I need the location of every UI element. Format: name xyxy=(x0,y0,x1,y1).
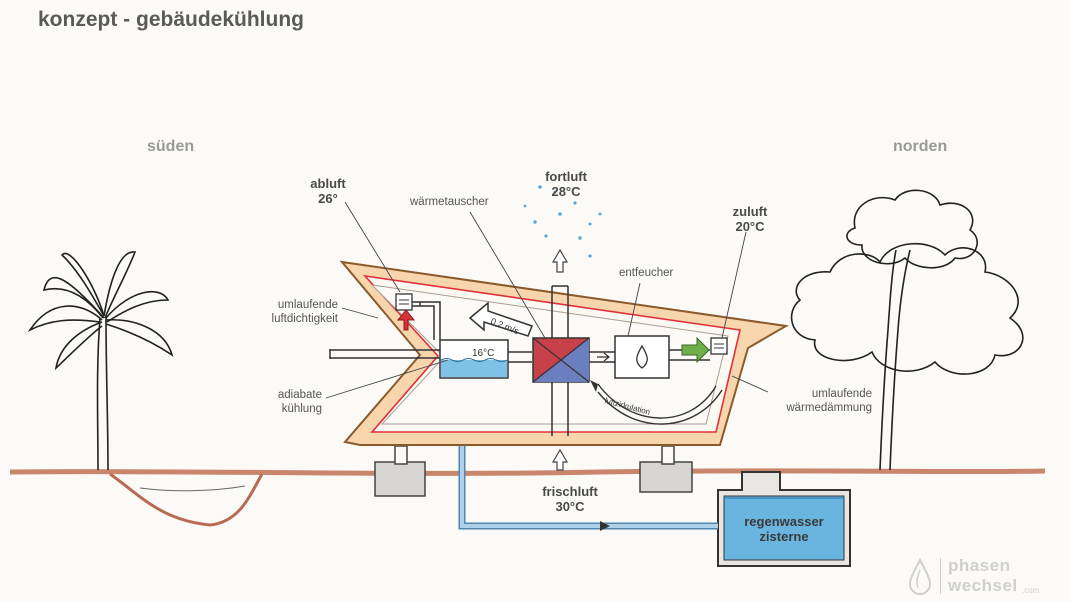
phasenwechsel-logo: phasen wechsel .com xyxy=(906,556,1056,598)
ground-line xyxy=(9,468,1046,476)
adiabate-line2: kühlung xyxy=(281,403,322,415)
supply-arrow xyxy=(681,336,710,364)
exhaust-air-arrow xyxy=(396,309,416,331)
broadleaf-tree xyxy=(790,189,1024,471)
label-zuluft: zuluft 20°C xyxy=(726,204,774,234)
fortluft-name: fortluft xyxy=(545,169,587,184)
label-adiabate-kuehlung: adiabate kühlung xyxy=(262,388,322,416)
label-fortluft: fortluft 28°C xyxy=(536,169,596,199)
drop-icon xyxy=(908,557,932,596)
zuluft-temp: 20°C xyxy=(735,219,765,234)
abluft-name: abluft xyxy=(310,176,346,191)
frischluft-name: frischluft xyxy=(542,484,598,499)
label-entfeucher: entfeucher xyxy=(619,267,674,279)
label-south: süden xyxy=(147,138,195,155)
label-north: norden xyxy=(893,138,948,155)
airflow-arrow xyxy=(468,301,533,337)
label-waermetauscher: wärmetauscher xyxy=(410,196,489,208)
daemmung-line1: umlaufende xyxy=(811,388,872,400)
zisterne-line1: regenwasser xyxy=(744,514,824,529)
leader-lines xyxy=(325,201,769,399)
zisterne-line2: zisterne xyxy=(759,529,809,544)
daemmung-line2: wärmedämmung xyxy=(786,402,872,414)
logo-suffix: .com xyxy=(1022,586,1040,595)
supply-vent xyxy=(710,337,728,355)
logo-line1: phasen xyxy=(948,556,1011,575)
cistern xyxy=(717,471,851,567)
label-zisterne: regenwasser zisterne xyxy=(728,514,840,544)
abluft-temp: 26° xyxy=(318,191,338,206)
adiabatic-cooler xyxy=(439,339,509,379)
page-title: konzept - gebäudekühlung xyxy=(38,8,304,31)
label-abluft: abluft 26° xyxy=(304,176,352,206)
fortluft-temp: 28°C xyxy=(551,184,581,199)
label-cooler-temp: 16°C xyxy=(472,348,495,359)
luftdicht-line1: umlaufende xyxy=(277,299,338,311)
pond xyxy=(109,472,264,527)
circulation-arc xyxy=(597,383,723,425)
heat-exchanger xyxy=(532,337,590,383)
intake-duct xyxy=(330,349,440,359)
foundations xyxy=(374,445,693,497)
label-waermedaemmung: umlaufende wärmedämmung xyxy=(772,387,872,415)
logo-line2: wechsel xyxy=(948,576,1018,595)
fresh-air-arrow xyxy=(551,448,569,471)
exhaust-vent xyxy=(395,293,413,311)
frischluft-temp: 30°C xyxy=(555,499,585,514)
luftdicht-line2: luftdichtigkeit xyxy=(271,313,338,325)
adiabate-line1: adiabate xyxy=(277,389,322,401)
exhaust-arrow xyxy=(551,248,569,273)
label-frischluft: frischluft 30°C xyxy=(532,484,608,514)
zuluft-name: zuluft xyxy=(732,204,768,219)
palm-tree xyxy=(27,251,174,471)
dehumidifier xyxy=(614,335,670,379)
label-luftdichtigkeit: umlaufende luftdichtigkeit xyxy=(254,298,338,326)
